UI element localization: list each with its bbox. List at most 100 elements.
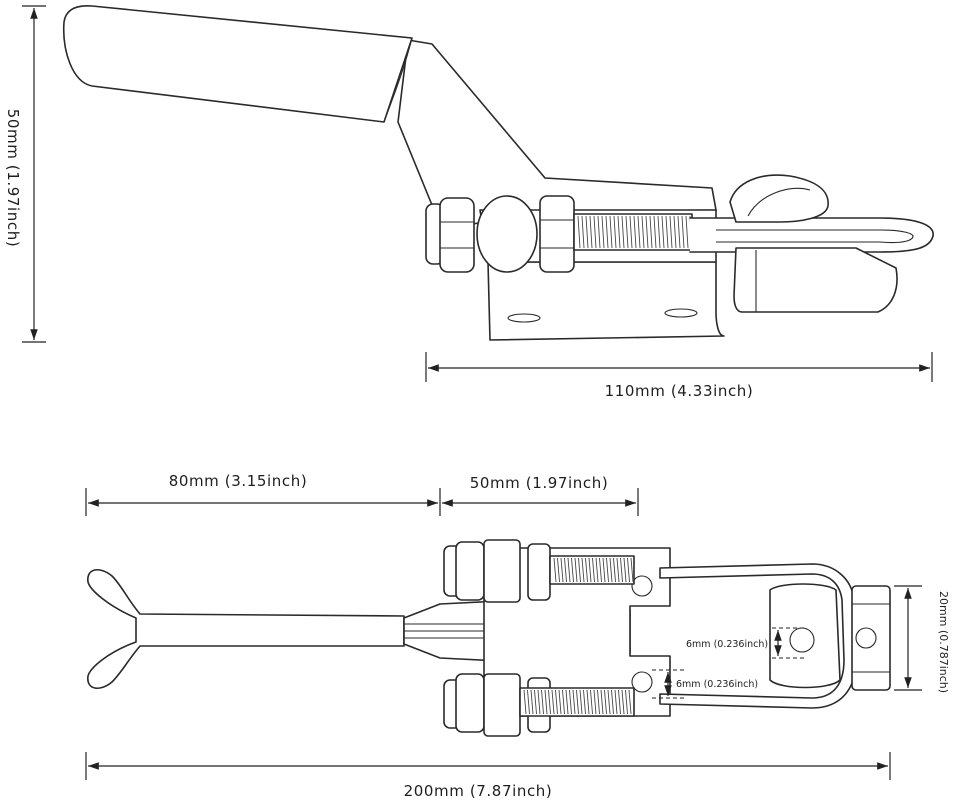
thread-line [621, 215, 625, 249]
thread-line [597, 689, 600, 715]
side-base-dimension: 110mm (4.33inch) [425, 352, 933, 400]
top-total-label: 200mm (7.87inch) [404, 782, 553, 800]
thread-line [633, 215, 637, 249]
side-height-dimension: 50mm (1.97inch) [4, 5, 46, 343]
thread-line [593, 689, 597, 715]
thread-line [579, 689, 583, 715]
thread-line [618, 689, 621, 715]
thread-line [553, 557, 557, 583]
thread-line [544, 689, 548, 715]
thread-line [627, 557, 630, 583]
thread-line [588, 557, 592, 583]
thread-line [616, 557, 620, 583]
thread-line [595, 557, 599, 583]
thread-line [625, 689, 628, 715]
thread-line [557, 557, 560, 583]
thread-line [572, 689, 576, 715]
top-view [87, 539, 891, 737]
thread-line [567, 557, 571, 583]
thread-line [609, 215, 613, 249]
top-end-bracket [851, 585, 891, 691]
top-upper-threaded-rod [549, 555, 635, 585]
thread-line [581, 215, 585, 249]
side-catch-plate [733, 247, 898, 313]
thread-line [586, 689, 590, 715]
thread-line [585, 557, 588, 583]
side-base-label: 110mm (4.33inch) [605, 382, 754, 400]
thread-line [611, 689, 614, 715]
thread-line [661, 215, 665, 249]
thread-line [604, 689, 607, 715]
thread-line [600, 689, 604, 715]
thread-line [613, 557, 616, 583]
top-lower-ball [483, 673, 521, 737]
thread-line [657, 215, 661, 249]
thread-line [602, 557, 606, 583]
thread-line [562, 689, 565, 715]
thread-line [541, 689, 544, 715]
side-base-plate [487, 261, 725, 341]
top-handle-label: 80mm (3.15inch) [169, 472, 308, 490]
thread-line [645, 215, 649, 249]
thread-line [613, 215, 617, 249]
top-total-dimension: 200mm (7.87inch) [85, 752, 891, 800]
thread-line [617, 215, 621, 249]
thread-line [530, 689, 534, 715]
thread-line [599, 557, 602, 583]
thread-line [597, 215, 601, 249]
thread-line [673, 215, 677, 249]
side-threaded-rod [573, 213, 693, 251]
thread-line [630, 557, 634, 583]
thread-line [601, 215, 605, 249]
thread-line [592, 557, 595, 583]
thread-line [564, 557, 567, 583]
thread-line [548, 689, 551, 715]
top-upper-nut-2 [527, 543, 551, 601]
top-body-label: 50mm (1.97inch) [470, 474, 609, 492]
side-ball-joint [476, 195, 538, 273]
thread-line [665, 215, 669, 249]
side-hook-loop [689, 217, 934, 253]
thread-line [583, 689, 586, 715]
top-upper-ball [483, 539, 521, 603]
thread-line [565, 689, 569, 715]
thread-line [621, 689, 625, 715]
side-view [62, 5, 934, 341]
thread-line [629, 215, 633, 249]
thread-line [577, 215, 581, 249]
thread-line [578, 557, 581, 583]
thread-line [681, 215, 685, 249]
thread-line [607, 689, 611, 715]
top-body-dimension: 50mm (1.97inch) [442, 474, 639, 516]
thread-line [685, 215, 689, 249]
thread-line [623, 557, 627, 583]
top-catch-block [769, 583, 841, 689]
thread-line [641, 215, 645, 249]
thread-line [590, 689, 593, 715]
thread-line [625, 215, 629, 249]
thread-line [605, 215, 609, 249]
thread-line [558, 689, 562, 715]
thread-line [551, 689, 555, 715]
thread-line [606, 557, 609, 583]
thread-line [581, 557, 585, 583]
thread-line [571, 557, 574, 583]
thread-line [574, 557, 578, 583]
top-handle-dimension: 80mm (3.15inch) [85, 472, 441, 516]
hole-offset-dimension-1: 6mm (0.236inch) [686, 627, 806, 659]
hole-offset-label-1: 6mm (0.236inch) [686, 639, 768, 650]
thread-line [620, 557, 623, 583]
thread-line [555, 689, 558, 715]
thread-line [628, 689, 632, 715]
side-handle-grip [62, 5, 413, 123]
thread-line [527, 689, 530, 715]
side-hex-nut-rear [539, 195, 575, 273]
top-hook-loop [659, 563, 857, 709]
thread-line [637, 215, 641, 249]
thread-line [537, 689, 541, 715]
thread-line [534, 689, 537, 715]
thread-line [589, 215, 593, 249]
thread-line [560, 557, 564, 583]
thread-line [523, 689, 527, 715]
